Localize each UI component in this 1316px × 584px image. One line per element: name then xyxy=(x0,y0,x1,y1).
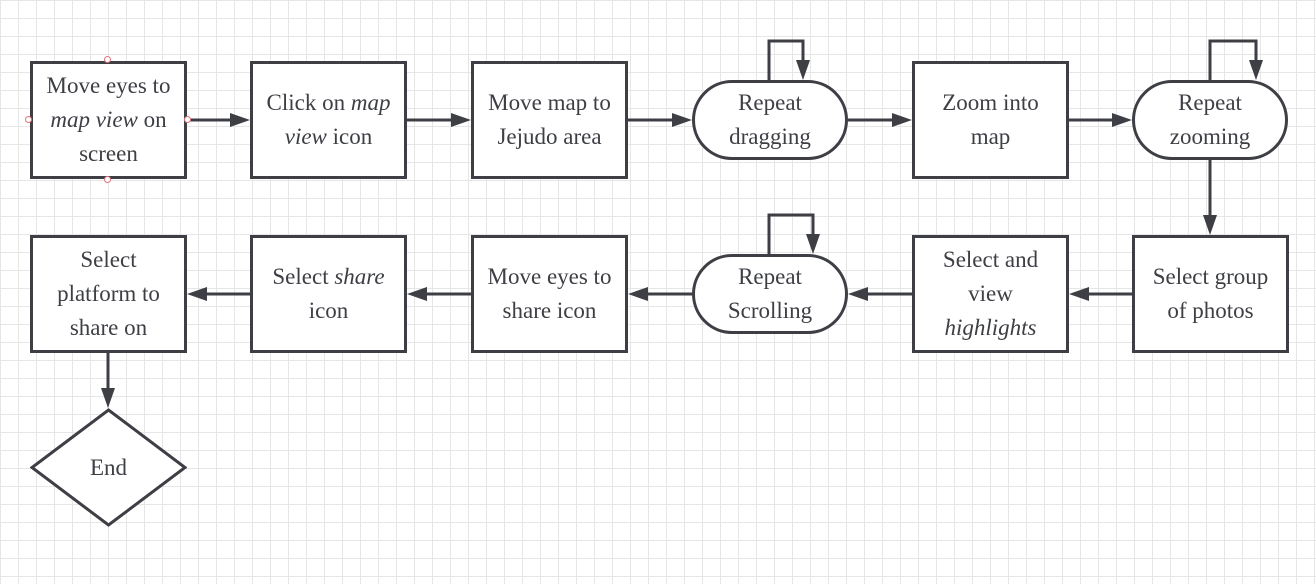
node-move-eyes-map-view[interactable]: Move eyes to map view on screen xyxy=(30,61,187,179)
node-label-emphasis: map view xyxy=(50,107,138,132)
node-move-eyes-share[interactable]: Move eyes to share icon xyxy=(471,235,628,353)
node-label-line: Move eyes to xyxy=(488,260,612,294)
node-select-platform[interactable]: Select platform to share on xyxy=(30,235,187,353)
node-label-text: Click on xyxy=(266,90,351,115)
node-label-text: Repeat xyxy=(1178,90,1242,115)
node-label-emphasis: view xyxy=(284,124,327,149)
edge-repeat-dragging-loop[interactable] xyxy=(767,39,805,80)
node-select-share-icon[interactable]: Select share icon xyxy=(250,235,407,353)
node-label-line: Zoom into xyxy=(942,86,1038,120)
edge-move-eyes-share-to-select-share-arrowhead xyxy=(407,287,427,301)
node-label-text: share on xyxy=(69,315,148,340)
edge-repeat-scrolling-loop[interactable] xyxy=(767,213,815,254)
node-label-line: Repeat xyxy=(728,260,812,294)
node-label-text: dragging xyxy=(729,124,811,149)
node-end[interactable]: End xyxy=(30,408,187,527)
selection-handle-left[interactable] xyxy=(25,116,32,123)
edge-select-platform-to-end-arrowhead xyxy=(101,388,115,408)
edge-repeat-scrolling-to-move-eyes-share-arrowhead xyxy=(628,287,648,301)
node-label-line: share on xyxy=(57,311,160,345)
node-label-line: Jejudo area xyxy=(488,120,611,154)
node-label-text: Repeat xyxy=(738,264,802,289)
edge-zoom-to-repeat-zooming-arrowhead xyxy=(1112,113,1132,127)
edge-move-eyes-to-click-arrowhead xyxy=(230,113,250,127)
node-label-line: Repeat xyxy=(1170,86,1251,120)
node-label-line: view icon xyxy=(267,120,391,154)
node-label-line: Select and xyxy=(943,243,1038,277)
node-label-text: Select xyxy=(272,264,335,289)
node-label-text: platform to xyxy=(57,281,160,306)
node-label-emphasis: share xyxy=(334,264,385,289)
node-label-text: share icon xyxy=(502,298,597,323)
node-label-line: Repeat xyxy=(729,86,811,120)
node-label-line: dragging xyxy=(729,120,811,154)
node-label-text: End xyxy=(89,454,128,480)
edge-highlights-to-repeat-scrolling-arrowhead xyxy=(848,287,868,301)
edge-repeat-zooming-loop[interactable] xyxy=(1208,39,1258,80)
node-label-line: Move map to xyxy=(488,86,611,120)
node-label-text: Move map to xyxy=(488,90,611,115)
edge-repeat-zooming-to-select-group-arrowhead xyxy=(1203,215,1217,235)
selection-handle-top[interactable] xyxy=(104,56,111,63)
node-label-line: zooming xyxy=(1170,120,1251,154)
node-label-line: map view on xyxy=(47,103,171,137)
edge-repeat-dragging-loop-arrowhead xyxy=(796,60,810,80)
node-label-line: Select share xyxy=(272,260,384,294)
edge-repeat-dragging-to-zoom-arrowhead xyxy=(892,113,912,127)
node-label-text: Jejudo area xyxy=(497,124,602,149)
node-label-text: Select group xyxy=(1152,264,1269,289)
edge-repeat-scrolling-loop-arrowhead xyxy=(806,234,820,254)
node-label-text: Zoom into xyxy=(942,90,1039,115)
node-label-text: Select xyxy=(80,247,137,272)
node-label-line: Select group xyxy=(1153,260,1269,294)
edge-click-to-move-map-arrowhead xyxy=(451,113,471,127)
node-label-line: Move eyes to xyxy=(47,69,171,103)
node-label-text: Move eyes to xyxy=(46,73,171,98)
node-label-line: icon xyxy=(272,294,384,328)
edge-repeat-zooming-loop-arrowhead xyxy=(1249,60,1263,80)
node-label-text: view xyxy=(968,281,1013,306)
node-label-text: zooming xyxy=(1169,124,1251,149)
node-label-text: Scrolling xyxy=(727,298,813,323)
node-label-text: icon xyxy=(308,298,349,323)
node-label-line: screen xyxy=(47,137,171,171)
node-label-text: icon xyxy=(326,124,373,149)
node-label-line: share icon xyxy=(488,294,612,328)
diamond-shape xyxy=(30,408,187,527)
node-label-text: of photos xyxy=(1167,298,1254,323)
node-select-view-highlights[interactable]: Select and view highlights xyxy=(912,235,1069,353)
node-label-line: Select xyxy=(57,243,160,277)
node-label-line: Scrolling xyxy=(728,294,812,328)
node-label-text: on xyxy=(137,107,167,132)
node-label-line: map xyxy=(942,120,1038,154)
node-repeat-zooming[interactable]: Repeat zooming xyxy=(1132,80,1288,160)
edge-move-map-to-repeat-dragging-arrowhead xyxy=(672,113,692,127)
node-label-text: screen xyxy=(79,141,138,166)
node-label-text: Move eyes to xyxy=(487,264,612,289)
edge-select-group-to-highlights-arrowhead xyxy=(1069,287,1089,301)
node-label-text: Repeat xyxy=(738,90,802,115)
node-label-line: view xyxy=(943,277,1038,311)
selection-handle-right[interactable] xyxy=(184,116,191,123)
node-label-line: platform to xyxy=(57,277,160,311)
node-label-line: highlights xyxy=(943,311,1038,345)
node-label-line: End xyxy=(90,455,127,481)
node-move-map-jejudo[interactable]: Move map to Jejudo area xyxy=(471,61,628,179)
node-label-emphasis: highlights xyxy=(944,315,1037,340)
node-label-text: map xyxy=(970,124,1011,149)
selection-handle-bottom[interactable] xyxy=(104,176,111,183)
node-select-group-photos[interactable]: Select group of photos xyxy=(1132,235,1289,353)
node-zoom-into-map[interactable]: Zoom into map xyxy=(912,61,1069,179)
node-label-line: of photos xyxy=(1153,294,1269,328)
node-label-emphasis: map xyxy=(350,90,391,115)
edge-select-share-to-select-platform-arrowhead xyxy=(187,287,207,301)
node-label-line: Click on map xyxy=(267,86,391,120)
node-label-text: Select and xyxy=(942,247,1039,272)
node-repeat-dragging[interactable]: Repeat dragging xyxy=(692,80,848,160)
